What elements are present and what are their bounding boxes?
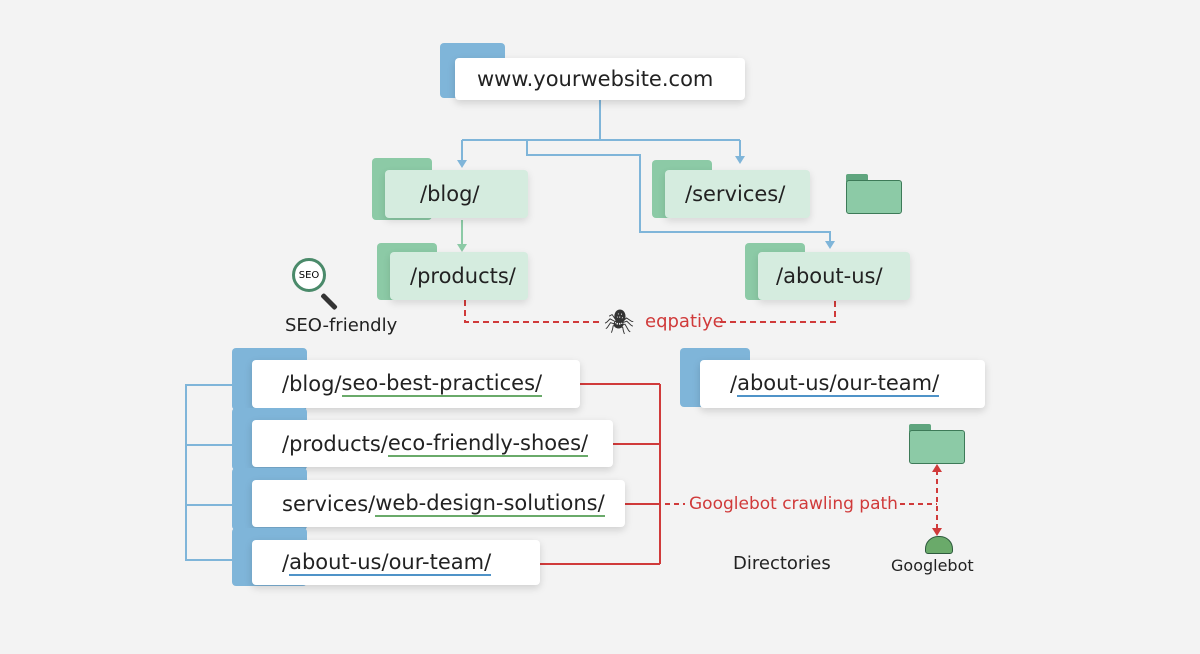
root-domain-node[interactable]: www.yourwebsite.com [455,58,745,100]
googlebot-label: Googlebot [891,556,974,575]
folder-services[interactable]: /services/ [665,170,810,218]
seo-magnifier-icon: SEO [292,258,344,311]
googlebot-spider-icon [925,536,953,554]
folder-icon [846,174,904,214]
folder-blog[interactable]: /blog/ [385,170,528,218]
url-item[interactable]: /products/eco-friendly-shoes/ [252,420,613,467]
spider-label: eqpatiye [645,311,724,332]
folder-icon [909,424,967,464]
folder-services-label: /services/ [685,182,786,206]
directories-label: Directories [733,553,831,574]
folder-about-us-label: /about-us/ [776,264,883,288]
folder-blog-label: /blog/ [420,182,480,206]
crawl-path-label: Googlebot crawling path [689,494,898,514]
url-item[interactable]: services/web-design-solutions/ [252,480,625,527]
url-item[interactable]: /about-us/our-team/ [252,540,540,585]
spider-icon: 🕷 [604,308,635,336]
folder-about-us[interactable]: /about-us/ [758,252,910,300]
folder-products[interactable]: /products/ [390,252,528,300]
url-item[interactable]: /blog/seo-best-practices/ [252,360,580,408]
seo-badge: SEO [298,269,320,281]
folder-products-label: /products/ [410,264,516,288]
seo-friendly-label: SEO-friendly [285,315,398,336]
root-domain-label: www.yourwebsite.com [477,67,714,91]
url-item-right[interactable]: /about-us/our-team/ [700,360,985,408]
